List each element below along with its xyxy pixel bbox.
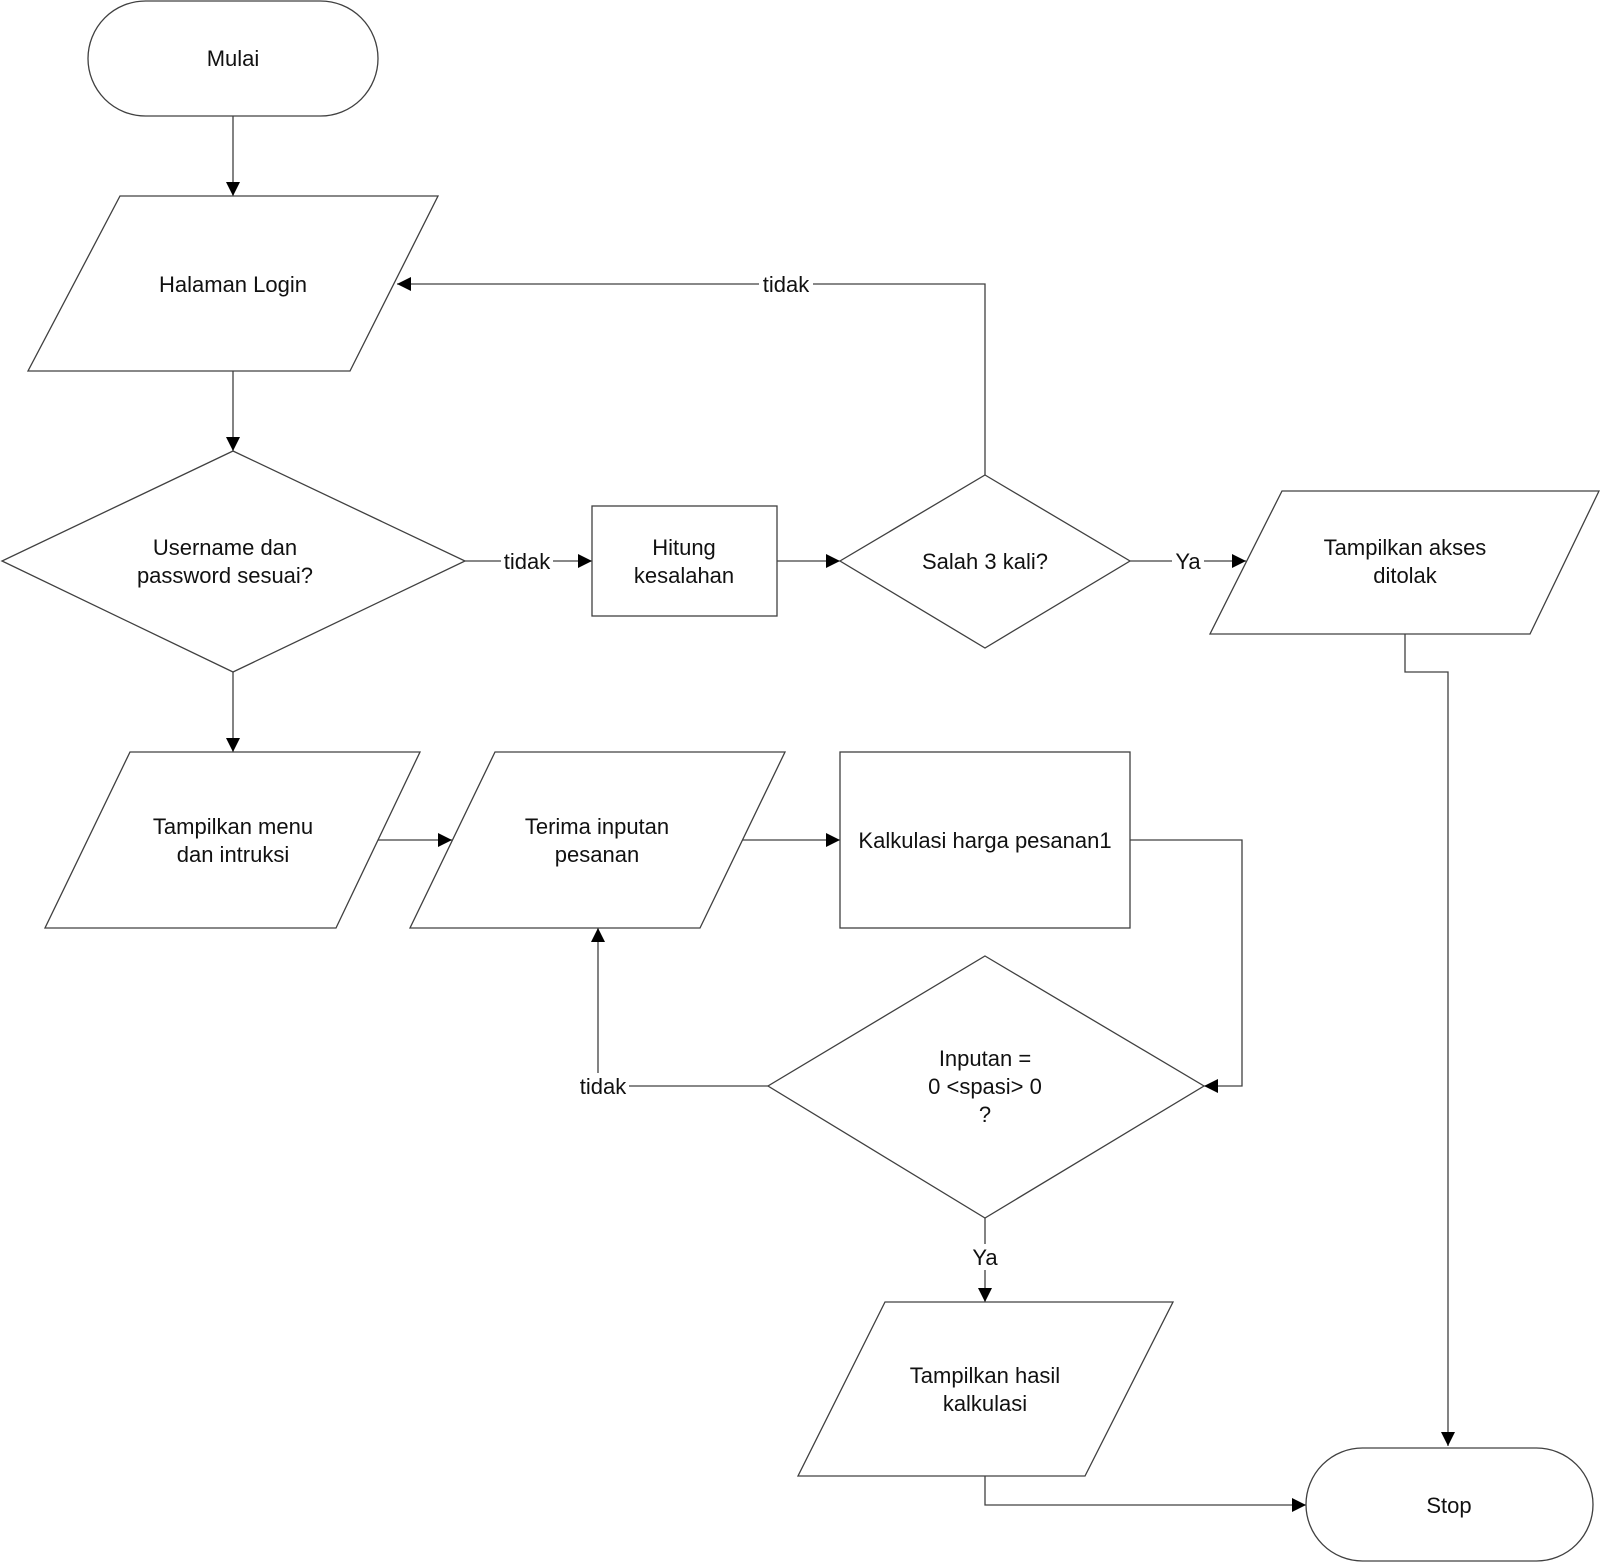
node-terima-input: Terima inputan pesanan [408,751,787,929]
node-label: Tampilkan hasil kalkulasi [910,1363,1060,1416]
node-label-line: kalkulasi [943,1391,1027,1416]
edge-label-salah3-ya: Ya [1172,548,1204,574]
node-cek-login: Username dan password sesuai? [0,450,467,673]
decision-shape [0,450,467,673]
node-label: Tampilkan menu dan intruksi [153,814,313,867]
node-label-line: dan intruksi [177,842,290,867]
terminator-shape [1305,1447,1594,1562]
node-label: Tampilkan akses ditolak [1324,535,1487,588]
node-label: Username dan password sesuai? [137,535,313,588]
edge-label-login-tidak: tidak [501,548,553,574]
node-label-line: pesanan [555,842,639,867]
node-label-line: Hitung [652,535,716,560]
edge-kalkulasi-to-cekinput [1130,839,1243,1093]
node-label: Hitung kesalahan [634,535,734,588]
edge-label-input-ya: Ya [969,1244,1001,1270]
process-shape [591,505,778,617]
decision-shape [766,955,1206,1219]
node-label-line: password sesuai? [137,563,313,588]
node-tampil-hasil: Tampilkan hasil kalkulasi [796,1301,1175,1477]
node-mulai: Mulai [87,0,379,117]
node-label-line: kesalahan [634,563,734,588]
node-label: Salah 3 kali? [922,549,1048,574]
io-shape [43,751,422,929]
node-label-line: Halaman Login [159,272,307,297]
terminator-shape [87,0,379,117]
node-label: Kalkulasi harga pesanan1 [858,828,1111,853]
process-shape [839,751,1131,929]
edge-label-input-tidak: tidak [577,1073,629,1099]
edge-salah3-back-to-login [397,277,986,475]
node-label: Terima inputan pesanan [525,814,669,867]
node-label-line: 0 <spasi> 0 [928,1074,1042,1099]
edge-label-salah3-tidak: tidak [759,271,813,297]
decision-shape [838,474,1132,649]
node-salah-3-kali: Salah 3 kali? [838,474,1132,649]
io-shape [408,751,787,929]
node-akses-ditolak: Tampilkan akses ditolak [1208,490,1600,635]
io-shape [796,1301,1175,1477]
edge-label-text: tidak [580,1074,627,1099]
edge-ditolak-to-stop [1404,634,1455,1446]
io-shape [1208,490,1600,635]
edge-hasil-to-stop [984,1476,1306,1512]
io-shape [26,195,440,372]
edge-cekinput-back-to-terima [591,928,768,1087]
node-halaman-login: Halaman Login [26,195,440,372]
edge-label-text: Ya [972,1245,998,1270]
node-label: Mulai [207,46,260,71]
node-label: Stop [1426,1493,1471,1518]
node-label-line: Username dan [153,535,297,560]
node-label-line: Tampilkan hasil [910,1363,1060,1388]
node-kalkulasi: Kalkulasi harga pesanan1 [839,751,1131,929]
node-label-line: Kalkulasi harga pesanan1 [858,828,1111,853]
node-label-line: Tampilkan menu [153,814,313,839]
edge-label-text: tidak [504,549,551,574]
node-label: Halaman Login [159,272,307,297]
node-label-line: Mulai [207,46,260,71]
node-label-line: ditolak [1373,563,1438,588]
node-label-line: Terima inputan [525,814,669,839]
node-label-line: Tampilkan akses [1324,535,1487,560]
node-label-line: ? [979,1102,991,1127]
node-label: Inputan = 0 <spasi> 0? [928,1046,1042,1127]
node-label-line: Salah 3 kali? [922,549,1048,574]
edge-label-text: tidak [763,272,810,297]
edge-label-text: Ya [1175,549,1201,574]
node-label-line: Stop [1426,1493,1471,1518]
node-cek-input: Inputan = 0 <spasi> 0? [766,955,1206,1219]
node-hitung-kesalahan: Hitung kesalahan [591,505,778,617]
node-tampil-menu: Tampilkan menu dan intruksi [43,751,422,929]
node-stop: Stop [1305,1447,1594,1562]
node-label-line: Inputan = [939,1046,1031,1071]
